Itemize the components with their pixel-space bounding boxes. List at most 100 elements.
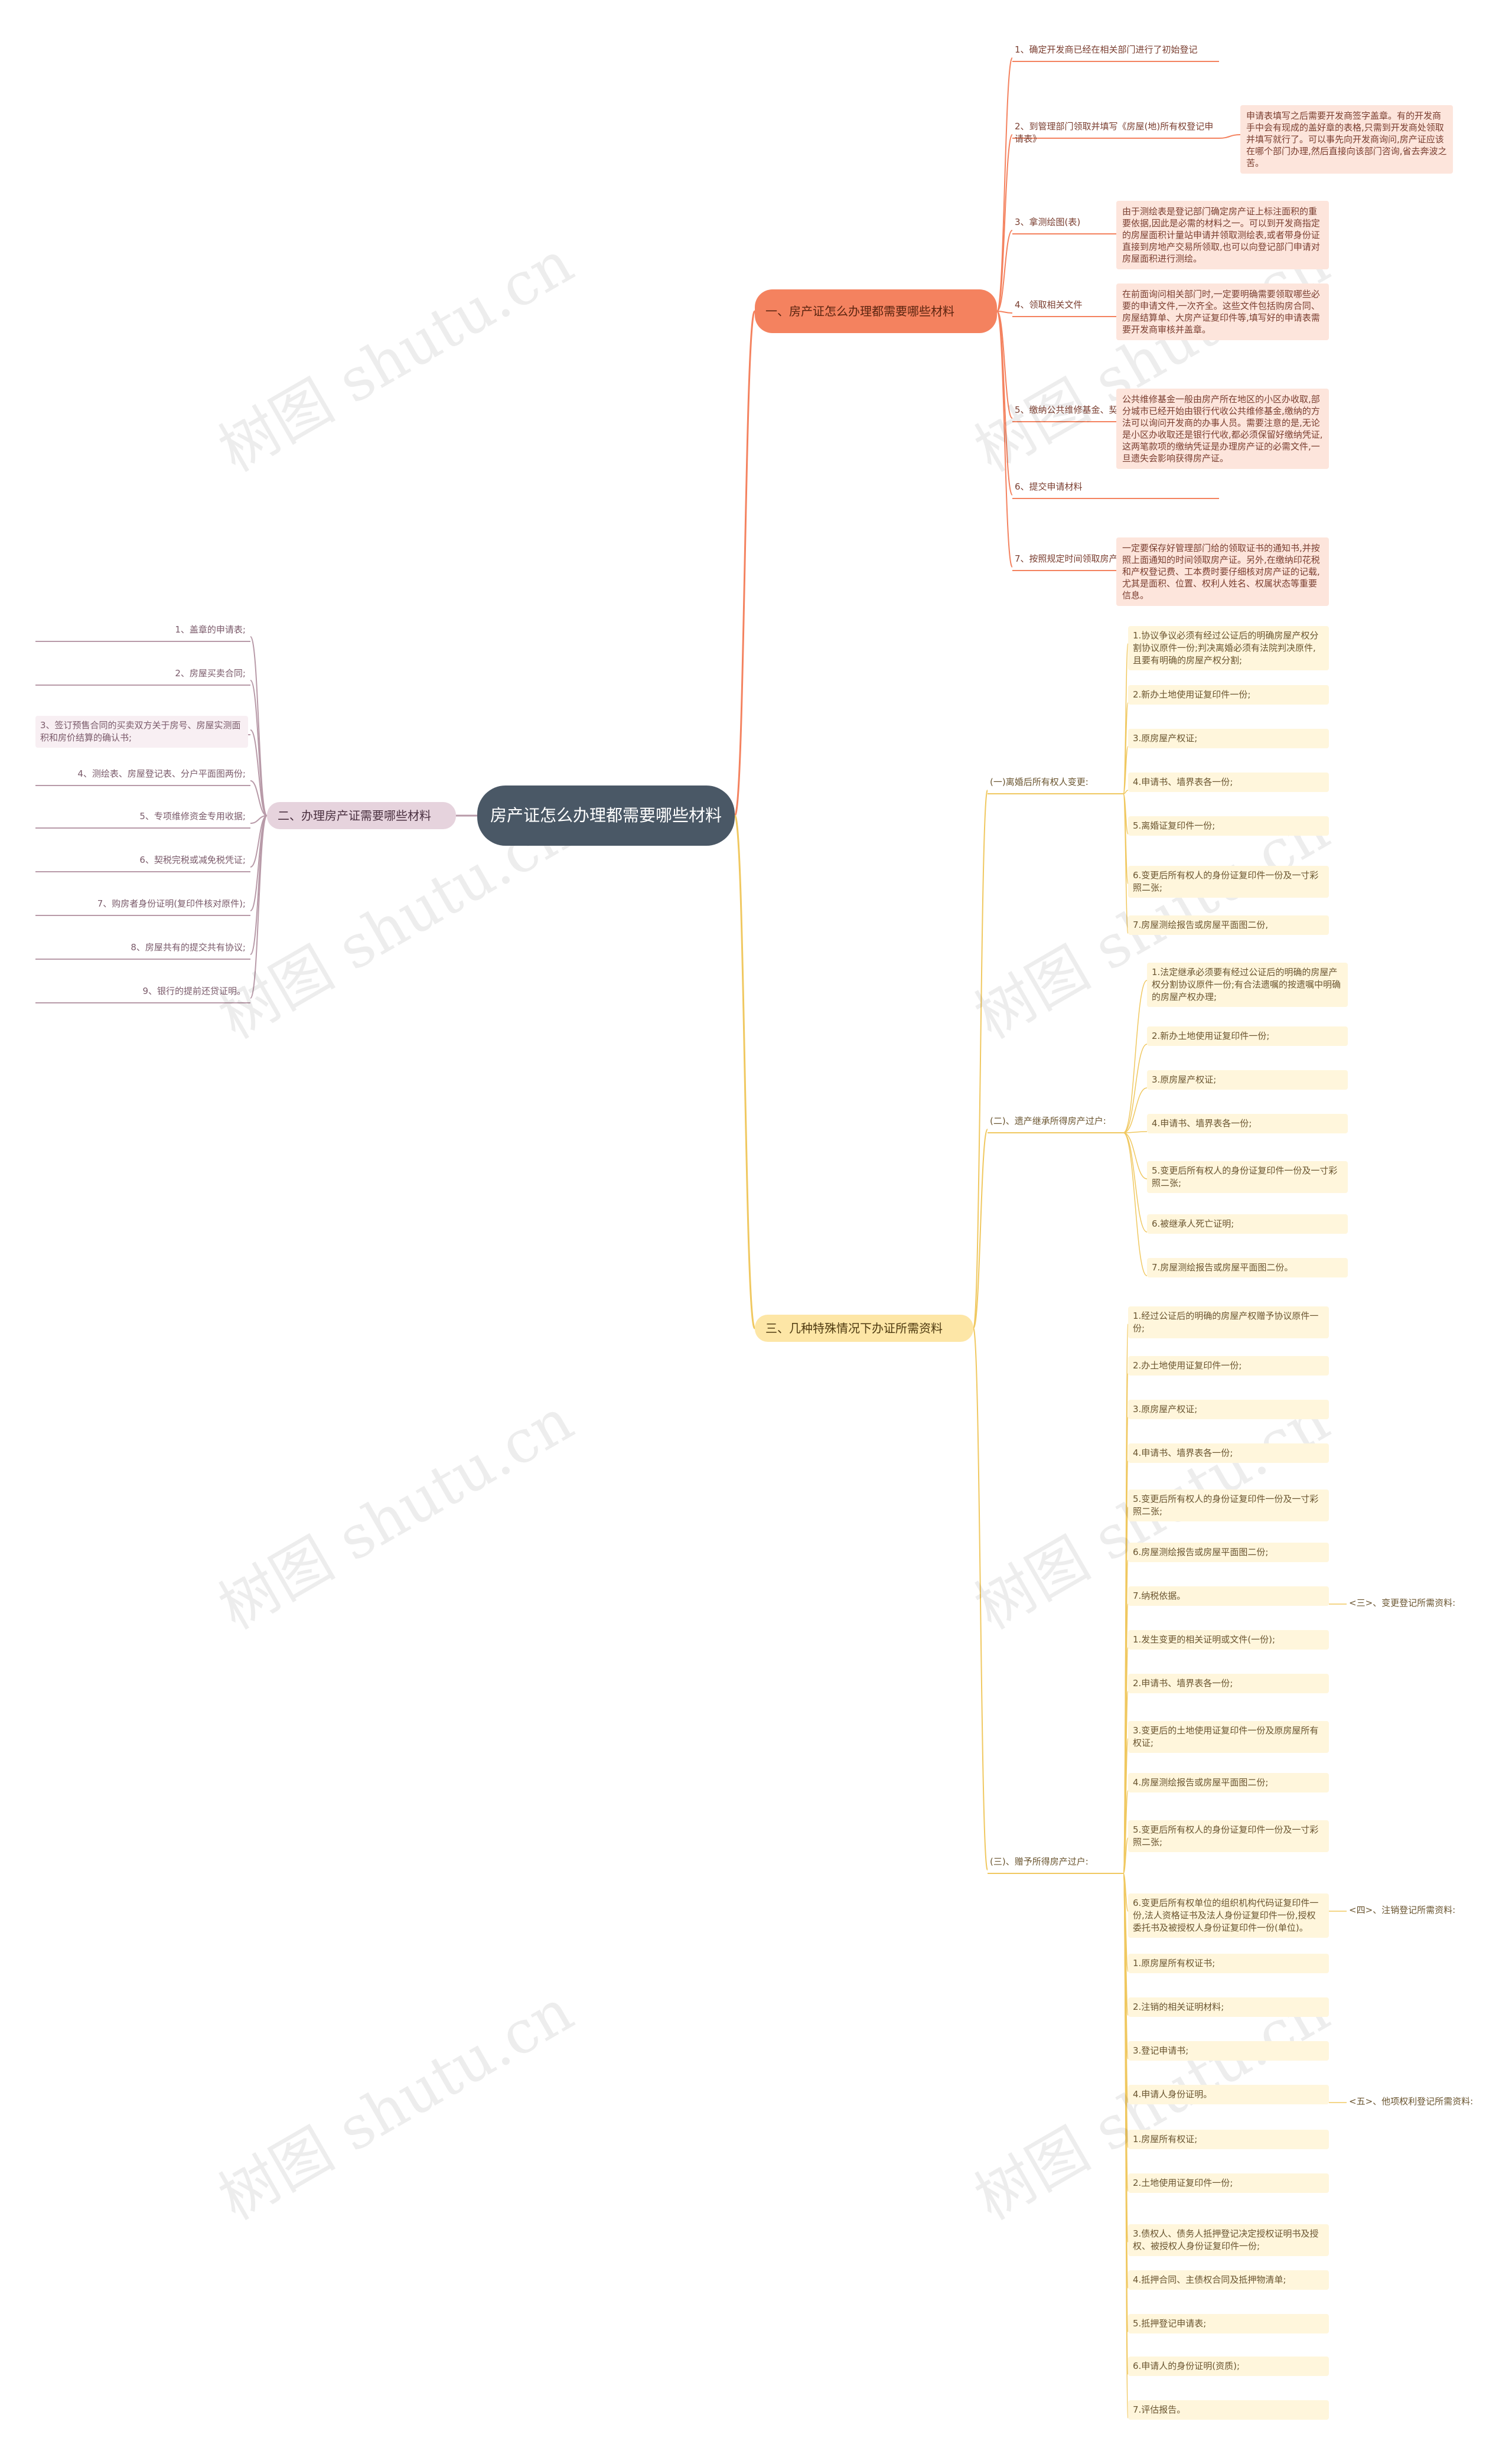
branch3-group[interactable]: (一)离婚后所有权人变更:: [990, 777, 1089, 787]
branch3-item[interactable]: 1.房屋所有权证;: [1128, 2130, 1329, 2149]
branch3-item[interactable]: 3.变更后的土地使用证复印件一份及原房屋所有权证;: [1128, 1721, 1329, 1753]
branch1-item[interactable]: 1、确定开发商已经在相关部门进行了初始登记: [1015, 44, 1198, 55]
connector: [996, 311, 1013, 419]
connector: [250, 729, 268, 816]
connector: [996, 230, 1013, 312]
connector: [250, 815, 268, 999]
connector: [996, 311, 1013, 568]
branch3-item[interactable]: 3.原房屋产权证;: [1128, 1400, 1329, 1419]
connector: [1218, 134, 1241, 139]
root-topic[interactable]: 房产证怎么办理都需要哪些材料: [477, 786, 735, 846]
branch2-item[interactable]: 8、房屋共有的提交共有协议;: [131, 942, 246, 953]
branch1-note[interactable]: 申请表填写之后需要开发商签字盖章。有的开发商手中会有现成的盖好章的表格,只需到开…: [1240, 105, 1453, 174]
connector: [1123, 1132, 1148, 1179]
branch1-note[interactable]: 在前面询问相关部门时,一定要明确需要领取哪些必要的申请文件,一次齐全。这些文件包…: [1116, 283, 1329, 340]
connector: [996, 134, 1013, 312]
branch3-item[interactable]: 2.办土地使用证复印件一份;: [1128, 1356, 1329, 1376]
branch3-subheading[interactable]: <三>、变更登记所需资料:: [1349, 1598, 1456, 1608]
branch3-item[interactable]: 4.抵押合同、主债权合同及抵押物清单;: [1128, 2270, 1329, 2290]
connector: [973, 1129, 988, 1329]
connector: [996, 311, 1013, 496]
branch1-item[interactable]: 6、提交申请材料: [1015, 481, 1083, 492]
branch2-item[interactable]: 2、房屋买卖合同;: [175, 668, 246, 679]
branch3-item[interactable]: 5.离婚证复印件一份;: [1128, 816, 1329, 836]
branch1-item[interactable]: 3、拿测绘图(表): [1015, 217, 1081, 227]
connector: [1123, 1837, 1129, 1874]
connector: [1123, 1087, 1148, 1133]
connector: [1123, 746, 1129, 794]
branch2-item[interactable]: 1、盖章的申请表;: [175, 624, 246, 635]
branch3-item[interactable]: 4.申请人身份证明。: [1128, 2085, 1329, 2104]
connector: [1123, 1132, 1148, 1276]
branch3-item[interactable]: 6.申请人的身份证明(资质);: [1128, 2357, 1329, 2376]
branch2-item[interactable]: 3、签订预售合同的买卖双方关于房号、房屋实测面积和房价结算的确认书;: [35, 716, 248, 748]
branch3-item[interactable]: 7.评估报告。: [1128, 2400, 1329, 2420]
connector: [734, 814, 756, 1329]
branch3-item[interactable]: 7.房屋测绘报告或房屋平面图二份,: [1128, 915, 1329, 935]
branch3-item[interactable]: 1.经过公证后的明确的房屋产权赠予协议原件一份;: [1128, 1306, 1329, 1338]
branch3-group[interactable]: (二)、遗产继承所得房产过户:: [990, 1116, 1106, 1126]
branch3-item[interactable]: 5.变更后所有权人的身份证复印件一份及一寸彩照二张;: [1147, 1161, 1348, 1193]
connector: [250, 636, 268, 816]
connector: [973, 1328, 988, 1870]
connector: [1123, 790, 1129, 794]
branch3-item[interactable]: 5.变更后所有权人的身份证复印件一份及一寸彩照二张;: [1128, 1820, 1329, 1852]
branch1-note[interactable]: 公共维修基金一般由房产所在地区的小区办收取,部分城市已经开始由银行代收公共维修基…: [1116, 389, 1329, 469]
branch3-item[interactable]: 1.发生变更的相关证明或文件(一份);: [1128, 1630, 1329, 1650]
branch2-item[interactable]: 9、银行的提前还贷证明。: [142, 986, 246, 996]
branch3-item[interactable]: 7.房屋测绘报告或房屋平面图二份。: [1147, 1258, 1348, 1277]
branch1-item[interactable]: 5、缴纳公共维修基金、契税: [1015, 405, 1127, 415]
branch3-item[interactable]: 4.房屋测绘报告或房屋平面图二份;: [1128, 1773, 1329, 1792]
branch3-item[interactable]: 5.变更后所有权人的身份证复印件一份及一寸彩照二张;: [1128, 1490, 1329, 1521]
branch1-note[interactable]: 一定要保存好管理部门给的领取证书的通知书,并按照上面通知的时间领取房产证。另外,…: [1116, 537, 1329, 606]
branch3-item[interactable]: 6.被继承人死亡证明;: [1147, 1214, 1348, 1234]
branch3-item[interactable]: 5.抵押登记申请表;: [1128, 2314, 1329, 2333]
connector: [250, 680, 268, 816]
branch3-item[interactable]: 6.变更后所有权单位的组织机构代码证复印件一份,法人资格证书及法人身份证复印件一…: [1128, 1893, 1329, 1938]
branch2-item[interactable]: 4、测绘表、房屋登记表、分户平面图两份;: [77, 768, 246, 779]
branch1-item[interactable]: 7、按照规定时间领取房产证: [1015, 553, 1127, 564]
connector: [1123, 1873, 1129, 2419]
connector: [1123, 1131, 1148, 1133]
branch3-subheading[interactable]: <四>、注销登记所需资料:: [1349, 1905, 1456, 1915]
branch3-item[interactable]: 3.债权人、债务人抵押登记决定授权证明书及授权、被授权人身份证复印件一份;: [1128, 2224, 1329, 2256]
branch2-item[interactable]: 7、购房者身份证明(复印件核对原件);: [97, 898, 246, 909]
branch3-item[interactable]: 1.协议争议必须有经过公证后的明确房屋产权分割协议原件一份;判决离婚必须有法院判…: [1128, 626, 1329, 670]
connector: [250, 780, 268, 816]
connector: [973, 790, 988, 1329]
connector: [1123, 980, 1148, 1133]
branch3-item[interactable]: 2.新办土地使用证复印件一份;: [1128, 685, 1329, 705]
branch3-item[interactable]: 3.登记申请书;: [1128, 2041, 1329, 2061]
branch3-item[interactable]: 7.纳税依据。: [1128, 1586, 1329, 1606]
branch3-item[interactable]: 1.法定继承必须要有经过公证后的明确的房屋产权分割协议原件一份;有合法遗嘱的按遗…: [1147, 963, 1348, 1007]
branch3-item[interactable]: 2.土地使用证复印件一份;: [1128, 2173, 1329, 2193]
branch1-item[interactable]: 2、到管理部门领取并填写《房屋(地)所有权登记申请表》: [1015, 121, 1214, 144]
branch2-item[interactable]: 6、契税完税或减免税凭证;: [139, 855, 246, 865]
branch3-item[interactable]: 2.申请书、墙界表各一份;: [1128, 1674, 1329, 1693]
branch2-item[interactable]: 5、专项维修资金专用收据;: [139, 811, 246, 822]
branch-certificate-materials[interactable]: 二、办理房产证需要哪些材料: [267, 802, 456, 829]
branch3-item[interactable]: 6.变更后所有权人的身份证复印件一份及一寸彩照二张;: [1128, 866, 1329, 898]
connector: [250, 815, 268, 955]
branch3-item[interactable]: 4.申请书、墙界表各一份;: [1128, 1443, 1329, 1463]
branch3-item[interactable]: 2.注销的相关证明材料;: [1128, 1997, 1329, 2017]
branch3-item[interactable]: 4.申请书、墙界表各一份;: [1128, 773, 1329, 792]
connector: [734, 310, 756, 817]
branch1-item[interactable]: 4、领取相关文件: [1015, 299, 1083, 310]
branch3-item[interactable]: 3.原房屋产权证;: [1147, 1070, 1348, 1090]
branch3-item[interactable]: 2.新办土地使用证复印件一份;: [1147, 1026, 1348, 1046]
connector: [1123, 1132, 1148, 1233]
branch3-group[interactable]: (三)、赠予所得房产过户:: [990, 1856, 1089, 1867]
connector: [1123, 1044, 1148, 1133]
branch-special-cases[interactable]: 三、几种特殊情况下办证所需资料: [755, 1315, 973, 1342]
branch-materials-needed[interactable]: 一、房产证怎么办理都需要哪些材料: [755, 289, 997, 333]
branch3-item[interactable]: 6.房屋测绘报告或房屋平面图二份;: [1128, 1543, 1329, 1562]
connector: [1123, 793, 1129, 934]
branch3-subheading[interactable]: <五>、他项权利登记所需资料:: [1349, 2096, 1474, 2107]
connector: [996, 311, 1013, 314]
branch3-item[interactable]: 4.申请书、墙界表各一份;: [1147, 1114, 1348, 1133]
branch3-item[interactable]: 3.原房屋产权证;: [1128, 729, 1329, 748]
branch1-note[interactable]: 由于测绘表是登记部门确定房产证上标注面积的重要依据,因此是必需的材料之一。可以到…: [1116, 201, 1329, 269]
branch3-item[interactable]: 1.原房屋所有权证书;: [1128, 1954, 1329, 1973]
